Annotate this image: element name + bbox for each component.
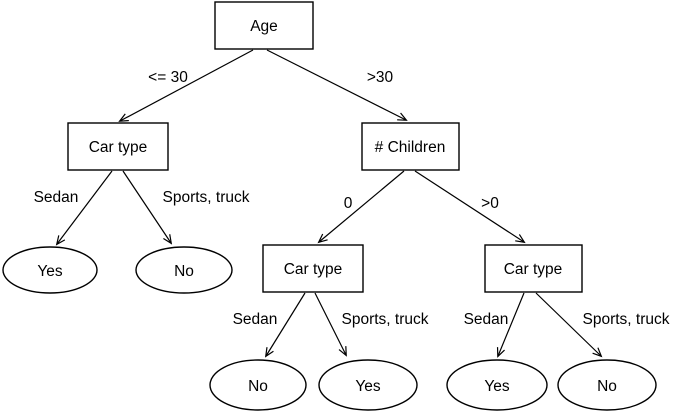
node-age: Age bbox=[214, 1, 314, 50]
leaf-yes-right-label: Yes bbox=[484, 378, 510, 395]
tree-nodes: Age Car type # Children Car type Car typ… bbox=[2, 1, 657, 411]
edge-label-gt30: >30 bbox=[367, 69, 394, 86]
node-car-type-right: Car type bbox=[484, 244, 583, 293]
leaf-no-mid: No bbox=[209, 359, 307, 411]
node-age-label: Age bbox=[250, 18, 278, 35]
edge-mid-sedan bbox=[264, 292, 306, 358]
edge-right-sports-truck bbox=[535, 292, 603, 358]
edge-left-sports-truck bbox=[122, 170, 173, 245]
edge-label-right-sedan: Sedan bbox=[464, 311, 509, 328]
leaf-no-right-label: No bbox=[597, 378, 617, 395]
edge-label-children-gt-zero: >0 bbox=[481, 195, 499, 212]
node-car-type-mid-label: Car type bbox=[284, 261, 343, 278]
edge-label-right-sports-truck: Sports, truck bbox=[583, 311, 670, 328]
tree-edges bbox=[55, 49, 603, 358]
node-car-type-left-label: Car type bbox=[89, 139, 148, 156]
node-num-children: # Children bbox=[361, 122, 460, 171]
edge-right-sedan bbox=[496, 292, 525, 358]
edge-labels: <= 30 >30 Sedan Sports, truck 0 >0 Sedan… bbox=[34, 69, 670, 328]
edge-label-mid-sports-truck: Sports, truck bbox=[342, 311, 429, 328]
leaf-yes-right: Yes bbox=[446, 359, 548, 411]
node-car-type-mid: Car type bbox=[262, 244, 364, 293]
leaf-yes-mid: Yes bbox=[318, 359, 418, 411]
edge-age-le30 bbox=[118, 49, 254, 122]
edge-label-mid-sedan: Sedan bbox=[233, 311, 278, 328]
node-car-type-right-label: Car type bbox=[504, 261, 563, 278]
edge-label-children-zero: 0 bbox=[344, 195, 353, 212]
edge-children-gt-zero bbox=[414, 170, 526, 244]
leaf-no-left-label: No bbox=[174, 263, 194, 280]
edge-mid-sports-truck bbox=[314, 292, 347, 357]
leaf-no-left: No bbox=[135, 246, 233, 294]
leaf-no-right: No bbox=[557, 359, 657, 411]
edge-left-sedan bbox=[55, 170, 113, 246]
edge-label-left-sports-truck: Sports, truck bbox=[163, 189, 250, 206]
edge-label-le30: <= 30 bbox=[148, 69, 188, 86]
edge-age-gt30 bbox=[266, 49, 408, 121]
node-num-children-label: # Children bbox=[375, 139, 446, 156]
edge-label-left-sedan: Sedan bbox=[34, 189, 79, 206]
edge-children-zero bbox=[317, 170, 405, 244]
node-car-type-left: Car type bbox=[67, 122, 169, 171]
leaf-no-mid-label: No bbox=[248, 378, 268, 395]
leaf-yes-left-label: Yes bbox=[37, 263, 63, 280]
leaf-yes-mid-label: Yes bbox=[355, 378, 381, 395]
leaf-yes-left: Yes bbox=[2, 246, 98, 294]
